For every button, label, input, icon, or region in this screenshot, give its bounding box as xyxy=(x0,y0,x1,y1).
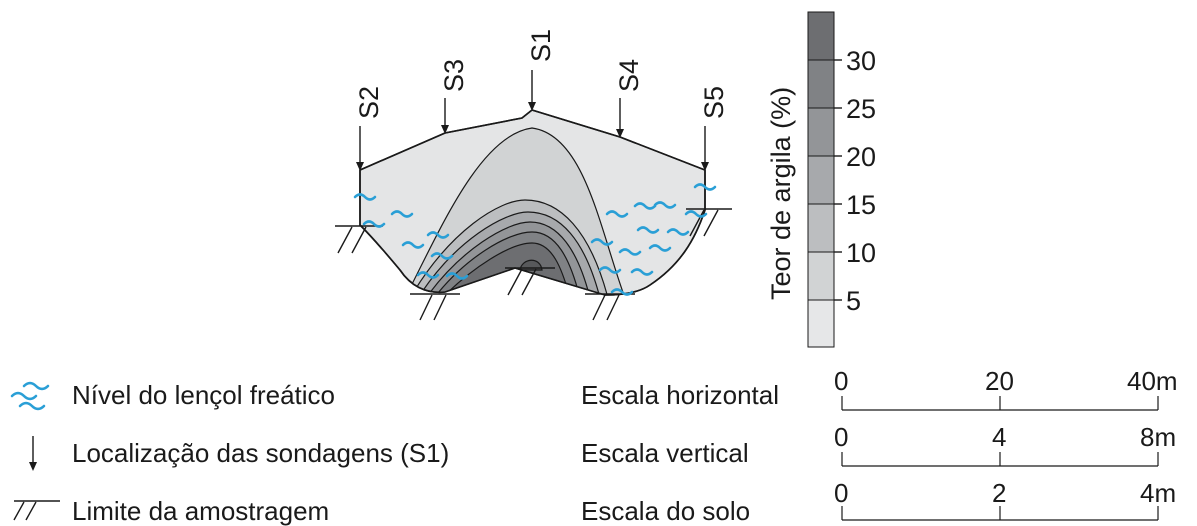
clay-scale-tick: 30 xyxy=(846,46,876,76)
arrow-down-icon xyxy=(441,125,449,134)
scale-line xyxy=(841,452,1159,467)
scale-tick: 8m xyxy=(1140,422,1176,452)
scale-tick: 40m xyxy=(1127,366,1178,396)
scale-vertical: Escala vertical 0 4 8m xyxy=(581,422,1176,468)
scale-horizontal: Escala horizontal 0 20 40m xyxy=(581,366,1178,411)
sounding-label: S1 xyxy=(526,29,556,62)
scale-tick: 4m xyxy=(1140,478,1176,508)
legend-label: Localização das sondagens (S1) xyxy=(72,438,449,468)
scale-soil: Escala do solo 0 2 4m xyxy=(581,478,1176,526)
clay-scale-tickmarks xyxy=(834,59,842,301)
sounding-s3: S3 xyxy=(439,59,469,134)
sounding-s2: S2 xyxy=(354,86,384,171)
sounding-s1: S1 xyxy=(526,29,556,111)
legend-item-sampling-limit: Limite da amostragem xyxy=(13,496,329,526)
scale-tick: 0 xyxy=(834,422,848,452)
clay-scale-tick: 5 xyxy=(846,286,861,316)
legend-label: Nível do lençol freático xyxy=(72,380,335,410)
clay-scale-title: Teor de argila (%) xyxy=(766,87,796,300)
scale-band xyxy=(807,59,835,109)
scale-band xyxy=(807,251,835,301)
scale-tick: 20 xyxy=(985,366,1014,396)
sounding-label: S2 xyxy=(354,86,384,119)
arrow-down-icon xyxy=(528,102,536,111)
sounding-s4: S4 xyxy=(614,59,644,138)
sounding-label: S3 xyxy=(439,59,469,92)
legend: Nível do lençol freático Localização das… xyxy=(10,380,449,526)
soil-profile xyxy=(359,109,706,296)
scale-label: Escala horizontal xyxy=(581,380,779,410)
arrow-down-icon xyxy=(356,162,364,171)
scale-band xyxy=(807,203,835,253)
legend-item-sounding: Localização das sondagens (S1) xyxy=(29,436,449,471)
sampling-limit-s1 xyxy=(505,267,555,296)
sounding-label: S4 xyxy=(614,59,644,92)
arrow-down-icon xyxy=(701,162,709,171)
soundings: S2 S3 S1 S4 S5 xyxy=(354,29,729,171)
legend-label: Limite da amostragem xyxy=(72,496,329,526)
water-table-icon xyxy=(10,381,50,411)
scale-tick: 2 xyxy=(992,478,1006,508)
sounding-s5: S5 xyxy=(699,86,729,171)
sampling-limit-icon xyxy=(13,500,60,521)
scale-line xyxy=(841,396,1159,411)
clay-scale-tick: 10 xyxy=(846,238,876,268)
scale-band xyxy=(807,155,835,205)
clay-scale-tick: 20 xyxy=(846,142,876,172)
scale-band xyxy=(807,11,835,61)
scale-label: Escala vertical xyxy=(581,438,749,468)
clay-scale-tick: 15 xyxy=(846,190,876,220)
clay-scale-tick: 25 xyxy=(846,94,876,124)
sampling-limit-s5 xyxy=(686,208,732,237)
scale-tick: 0 xyxy=(834,478,848,508)
sampling-limits xyxy=(335,208,732,321)
sampling-limit-s3 xyxy=(410,293,460,321)
clay-contours xyxy=(404,127,626,295)
scale-tick: 0 xyxy=(834,366,848,396)
scale-band xyxy=(807,107,835,157)
scale-tick: 4 xyxy=(992,422,1006,452)
sampling-limit-s4 xyxy=(585,293,635,321)
sounding-arrow-icon xyxy=(29,436,37,471)
clay-scale-bar xyxy=(807,11,835,348)
scale-line xyxy=(841,506,1159,521)
scale-label: Escala do solo xyxy=(581,496,750,526)
sounding-label: S5 xyxy=(699,86,729,119)
scale-band xyxy=(807,299,835,348)
clay-scale: Teor de argila (%) 30 25 20 15 10 5 xyxy=(766,11,876,348)
legend-item-water-table: Nível do lençol freático xyxy=(10,380,335,411)
scale-bars: Escala horizontal 0 20 40m Escala vertic… xyxy=(581,366,1178,526)
arrow-down-icon xyxy=(616,129,624,138)
water-table-marks xyxy=(353,183,717,296)
